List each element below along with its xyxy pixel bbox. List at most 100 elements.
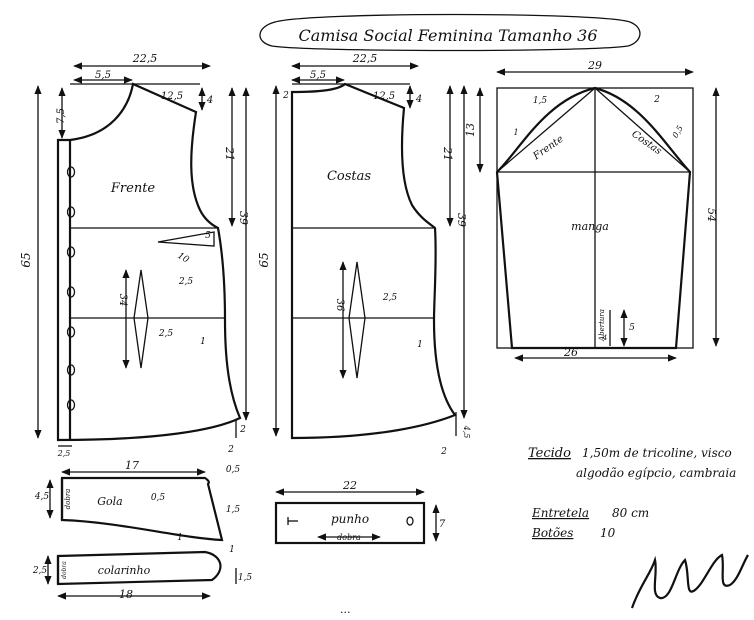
- collar-tip-point-label: 0,5: [151, 493, 166, 503]
- cuff-fold-label: dobra: [337, 533, 361, 542]
- collar-stand-tip-rise-label: 1: [229, 545, 235, 555]
- collar-stand-height-label: 2,5: [32, 566, 48, 576]
- collar-stand-outline: [56, 550, 222, 586]
- sleeve-slit-offset-label: 4: [602, 334, 607, 342]
- back-outline: [290, 82, 457, 440]
- sleeve-cap-front-label: 1,5: [533, 96, 548, 106]
- front-side-dart: [157, 231, 215, 247]
- collar-tip-rise-label: 0,5: [226, 465, 241, 475]
- front-neck-depth-label: 7,5: [56, 108, 67, 124]
- sleeve-cap-left-label: 1: [513, 128, 518, 137]
- back-hem-bottom-label: 2: [440, 447, 447, 457]
- front-hem-bottom-label: 2: [227, 445, 234, 455]
- button-icon: [66, 286, 76, 298]
- back-shoulder-drop-label: 4: [415, 94, 422, 105]
- front-hem-rise-label: 2: [239, 425, 246, 435]
- sleeve-slit-label: Abertura: [598, 309, 606, 342]
- back-piece: Costas 22,5 5,5 2 12,5 4 21 39 65 36 2,5…: [257, 52, 471, 457]
- back-width-label: 22,5: [352, 52, 378, 65]
- sleeve-label: manga: [571, 220, 609, 233]
- cuff-piece: punho dobra 22 7: [274, 479, 446, 545]
- front-shoulder-label: 12,5: [161, 91, 183, 102]
- back-shoulder-label: 12,5: [373, 91, 395, 102]
- fabric-label: Tecido: [528, 446, 571, 461]
- buttons-value: 10: [600, 526, 616, 540]
- front-neck-width-label: 5,5: [95, 70, 111, 81]
- front-piece: Frente 22,5 5,5 7,5 12,5 4 21 39 65 5 10…: [19, 52, 250, 458]
- front-total-length-label: 65: [19, 252, 33, 267]
- materials-block: Tecido 1,50m de tricoline, visco algodão…: [528, 446, 736, 540]
- back-neck-width-label: 5,5: [310, 70, 326, 81]
- front-label: Frente: [110, 181, 156, 196]
- button-icon: [66, 246, 76, 258]
- sleeve-piece: Frente Costas manga 29 13 54 26 1,5 2 1 …: [464, 59, 720, 362]
- cuff-outline: [274, 501, 426, 545]
- footer-text: ...: [340, 603, 351, 615]
- back-label: Costas: [327, 169, 371, 184]
- button-icon: [66, 166, 76, 178]
- collar-height-label: 4,5: [34, 492, 50, 502]
- sleeve-length-label: 54: [705, 208, 718, 222]
- front-vertical-dart-label: 34: [117, 294, 128, 307]
- title-bubble: [259, 13, 641, 52]
- front-placket-label: 2,5: [57, 449, 71, 458]
- buttons-label: Botões: [531, 526, 573, 540]
- collar-piece: dobra Gola 17 4,5 0,5 0,5 1,5 1: [34, 459, 241, 543]
- collar-tip-end-label: 1: [177, 533, 183, 543]
- front-dart-opening-label: 2,5: [178, 277, 194, 287]
- front-vertical-dart: [133, 269, 149, 369]
- button-icon: [66, 364, 76, 376]
- sleeve-outline: [495, 86, 692, 350]
- front-dart-top-label: 5: [205, 231, 211, 241]
- front-waist-mark-label: 1: [200, 337, 206, 347]
- back-neck-depth-label: 2: [282, 91, 289, 101]
- fabric-text-line-2: algodão egípcio, cambraia: [576, 466, 736, 480]
- cuff-height-label: 7: [439, 519, 446, 530]
- sleeve-cap-back-label: 2: [653, 95, 660, 105]
- sleeve-front-guide: [496, 87, 596, 173]
- sleeve-slit-length-label: 5: [629, 323, 635, 333]
- sleeve-cap-right-label: 0,5: [671, 124, 685, 140]
- page-title: Camisa Social Feminina Tamanho 36: [298, 26, 597, 45]
- collar-stand-label: colarinho: [98, 564, 151, 577]
- sleeve-cap-height-label: 13: [464, 123, 477, 137]
- sleeve-cuff-width-label: 26: [563, 346, 578, 359]
- collar-stand-width-label: 18: [119, 588, 133, 601]
- front-shoulder-drop-label: 4: [206, 95, 213, 106]
- front-vertical-dart-width-label: 2,5: [158, 329, 174, 339]
- cuff-button-icon: [406, 516, 414, 526]
- back-hem-rise-label: 4,5: [462, 425, 471, 439]
- button-icon: [66, 326, 76, 338]
- collar-fold-label: dobra: [64, 489, 72, 510]
- back-dart-width-label: 2,5: [382, 293, 398, 303]
- back-armhole-label: 21: [441, 146, 454, 161]
- collar-width-label: 17: [125, 459, 139, 472]
- sleeve-back-guide: [594, 87, 691, 173]
- collar-tip-drop-label: 1,5: [226, 505, 241, 515]
- front-outline: [56, 82, 242, 442]
- back-waist-mark-label: 1: [417, 340, 423, 350]
- interfacing-label: Entretela: [531, 506, 589, 520]
- front-armhole-label: 21: [223, 146, 236, 161]
- sleeve-width-label: 29: [587, 59, 602, 72]
- fabric-text-line-1: 1,50m de tricoline, visco: [582, 446, 732, 460]
- collar-stand-piece: dobra colarinho 18 2,5 1 1,5: [32, 545, 253, 601]
- back-vertical-dart: [348, 261, 366, 379]
- back-side-length-label: 39: [455, 213, 468, 227]
- title-block: Camisa Social Feminina Tamanho 36: [259, 13, 641, 52]
- back-vertical-dart-label: 36: [334, 299, 345, 312]
- back-total-length-label: 65: [257, 252, 271, 267]
- front-buttons: [66, 166, 76, 411]
- signature-scribble: [630, 553, 749, 609]
- front-dart-length-label: 10: [176, 251, 191, 266]
- collar-label: Gola: [97, 495, 123, 508]
- signature: [630, 553, 749, 609]
- cuff-width-label: 22: [342, 479, 357, 492]
- front-side-length-label: 39: [237, 211, 250, 225]
- collar-outline: [60, 476, 224, 542]
- button-icon: [66, 399, 76, 411]
- front-width-label: 22,5: [132, 52, 158, 65]
- cuff-label: punho: [331, 512, 369, 526]
